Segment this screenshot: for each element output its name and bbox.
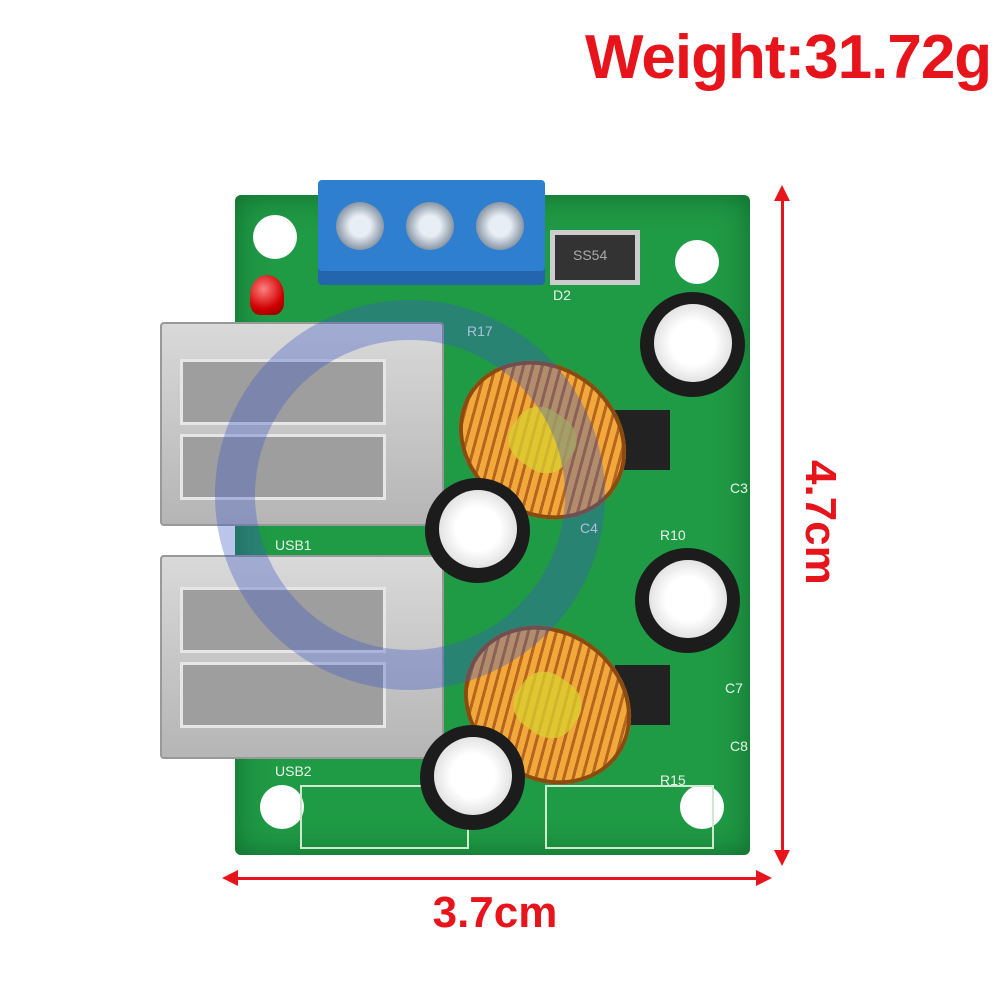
label-usb2: USB2 xyxy=(275,763,312,779)
label-r10: R10 xyxy=(660,527,686,543)
mounting-hole xyxy=(253,215,297,259)
capacitor xyxy=(640,292,745,397)
arrow-down-icon xyxy=(774,850,790,866)
label-c8: C8 xyxy=(730,738,748,754)
weight-label: Weight:31.72g xyxy=(585,23,992,92)
screw-icon xyxy=(406,202,454,250)
label-c7: C7 xyxy=(725,680,743,696)
arrow-right-icon xyxy=(756,870,772,886)
red-led xyxy=(250,275,284,315)
label-c3: C3 xyxy=(730,480,748,496)
capacitor xyxy=(420,725,525,830)
screw-icon xyxy=(476,202,524,250)
height-label: 4.7cm xyxy=(796,460,845,585)
diode-marking: SS54 xyxy=(573,247,608,263)
screw-terminal xyxy=(318,180,545,285)
capacitor xyxy=(635,548,740,653)
label-r15: R15 xyxy=(660,772,686,788)
width-dimension-line xyxy=(232,877,760,880)
height-dimension-line xyxy=(781,195,784,855)
arrow-left-icon xyxy=(222,870,238,886)
width-label: 3.7cm xyxy=(432,888,558,937)
mounting-hole xyxy=(260,785,304,829)
screw-icon xyxy=(336,202,384,250)
potentiometer-pads xyxy=(545,785,714,849)
label-d2: D2 xyxy=(553,287,571,303)
diode-ss54: SS54 xyxy=(550,230,640,285)
mounting-hole xyxy=(680,785,724,829)
mounting-hole xyxy=(675,240,719,284)
watermark-logo xyxy=(215,300,605,690)
arrow-up-icon xyxy=(774,185,790,201)
